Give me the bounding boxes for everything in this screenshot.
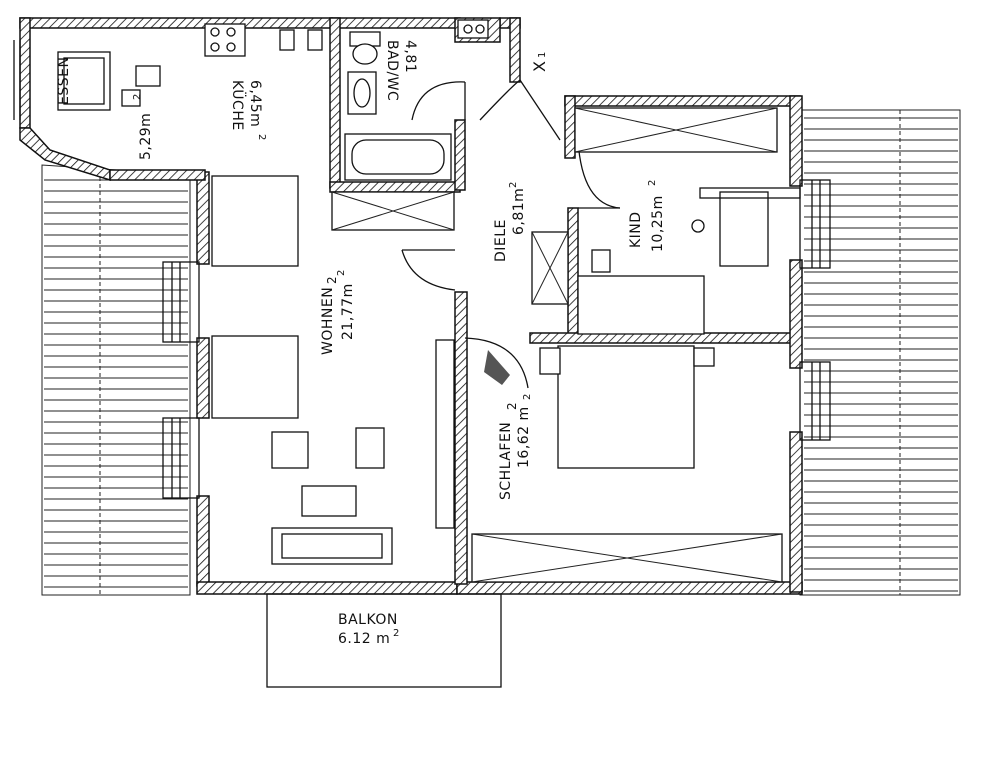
schlafen-wardrobe [471, 533, 783, 583]
chimney [457, 19, 489, 39]
entrance-label: X [530, 61, 549, 72]
room-sup-wohnen: 2 [325, 276, 339, 284]
dining-table [271, 427, 385, 517]
diele-wardrobe [531, 231, 569, 305]
room-area-kind: 10,25m [650, 195, 666, 252]
table-icon [57, 51, 111, 111]
room-area-essen: 5,29m [138, 113, 154, 160]
room-name-kind: KIND [628, 211, 644, 248]
stove-icon [204, 23, 246, 57]
room-area-diele: 6,81m [511, 188, 527, 235]
label-balkon: BALKON 6.12 m 2 [338, 612, 400, 647]
room-sup-essen: 2 [132, 93, 143, 100]
room-name-schlafen: SCHLAFEN [498, 422, 514, 500]
room-sup-kind: 2 [647, 179, 658, 186]
svg-text:2: 2 [336, 269, 347, 276]
room-area-wohnen: 21,77m [340, 283, 356, 340]
kind-desk [691, 187, 801, 267]
plant [484, 350, 510, 385]
room-sup-balkon: 2 [393, 628, 400, 639]
bath-wardrobe [331, 191, 455, 231]
room-sup-kueche: 2 [256, 134, 267, 141]
room-name-wohnen: WOHNEN [320, 287, 336, 355]
room-name-bad: BAD/WC [384, 40, 400, 101]
bed-icon [539, 345, 715, 469]
room-area-balkon: 6.12 m [338, 631, 390, 647]
walls [19, 17, 803, 595]
room-name-balkon: BALKON [338, 612, 398, 628]
living-shelves [211, 175, 299, 419]
sofa [271, 527, 393, 565]
sink-icon-bath [347, 71, 377, 115]
roof-slope-right [799, 109, 961, 596]
roof-slope-left [41, 164, 191, 596]
label-bad: BAD/WC 4,81 [384, 40, 418, 101]
dormer-left-2 [162, 417, 200, 499]
svg-text:1: 1 [537, 51, 548, 58]
room-name-kueche: KÜCHE [229, 80, 247, 131]
chair-icon [121, 65, 161, 107]
dormer-right-2 [799, 361, 831, 441]
dormer-right-1 [799, 179, 831, 269]
room-area-schlafen: 16,62 m [516, 406, 532, 468]
label-schlafen: SCHLAFEN 2 16,62 m 2 [498, 393, 533, 500]
svg-text:2: 2 [522, 393, 533, 400]
wardrobe-icon [574, 107, 778, 153]
label-kueche: KÜCHE 6,45m 2 [229, 80, 267, 141]
balcony [266, 593, 502, 688]
bed-icon-kind [577, 249, 705, 335]
living-cabinet [435, 339, 455, 529]
dormer-left-1 [162, 261, 200, 343]
sink-icon [279, 29, 323, 51]
room-name-diele: DIELE [493, 219, 509, 262]
window-icon [13, 40, 21, 120]
room-sup-schlafen: 2 [505, 402, 519, 410]
room-name-essen: ESSEN [56, 57, 72, 105]
room-sup-diele: 2 [508, 181, 519, 188]
bathtub-icon [344, 133, 452, 181]
label-wohnen: WOHNEN 2 21,77m 2 [320, 269, 356, 355]
label-kind: KIND 10,25m 2 [628, 179, 666, 252]
label-diele: DIELE 6,81m 2 [493, 181, 527, 262]
room-area-bad: 4,81 [402, 40, 418, 73]
toilet-icon [349, 31, 381, 65]
label-essen: ESSEN 5,29m 2 [56, 57, 154, 160]
entrance-mark: X 1 [530, 51, 549, 72]
room-area-kueche: 6,45m [247, 80, 263, 127]
